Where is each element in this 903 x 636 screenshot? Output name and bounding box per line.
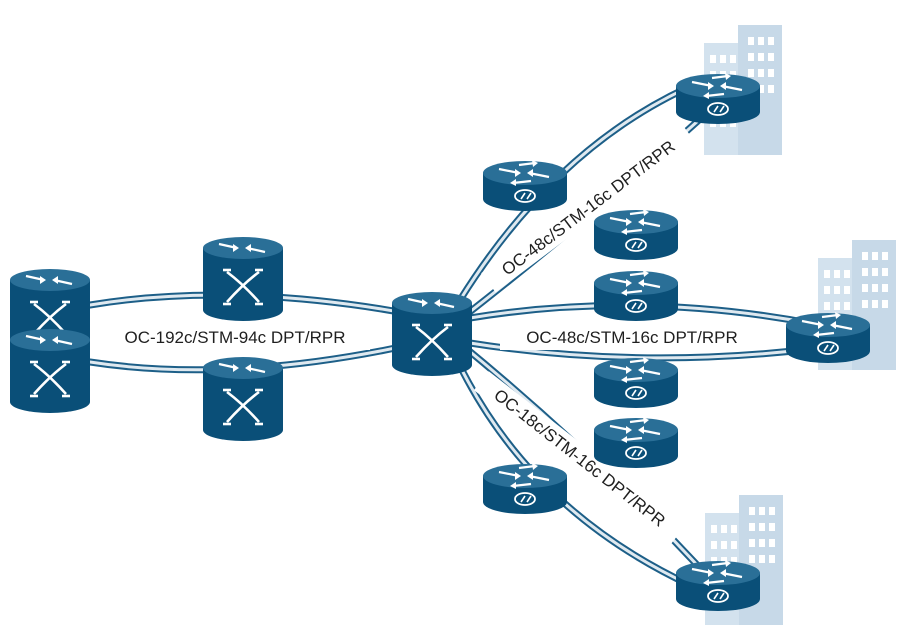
router-icon-middle-1 — [592, 268, 680, 323]
core-ring-label: OC-192c/STM-94c DPT/RPR — [100, 324, 370, 350]
router-icon-middle-site — [784, 310, 872, 365]
switch-icon-core-top — [201, 235, 285, 323]
router-icon-middle-2 — [592, 355, 680, 410]
middle-ring-label: OC-48c/STM-16c DPT/RPR — [500, 324, 765, 350]
router-icon-upper-1 — [481, 158, 569, 213]
switch-stack-icon — [8, 267, 92, 415]
switch-icon-core-bottom — [201, 355, 285, 443]
router-icon-lower-1 — [592, 415, 680, 470]
router-icon-upper-2 — [592, 207, 680, 262]
svg-text:OC-48c/STM-16c DPT/RPR: OC-48c/STM-16c DPT/RPR — [526, 328, 738, 347]
router-icon-upper-site — [674, 71, 762, 126]
svg-text:OC-192c/STM-94c DPT/RPR: OC-192c/STM-94c DPT/RPR — [124, 328, 345, 347]
router-icon-lower-site — [674, 558, 762, 613]
router-icon-lower-2 — [481, 461, 569, 516]
switch-icon-hub — [390, 290, 474, 378]
